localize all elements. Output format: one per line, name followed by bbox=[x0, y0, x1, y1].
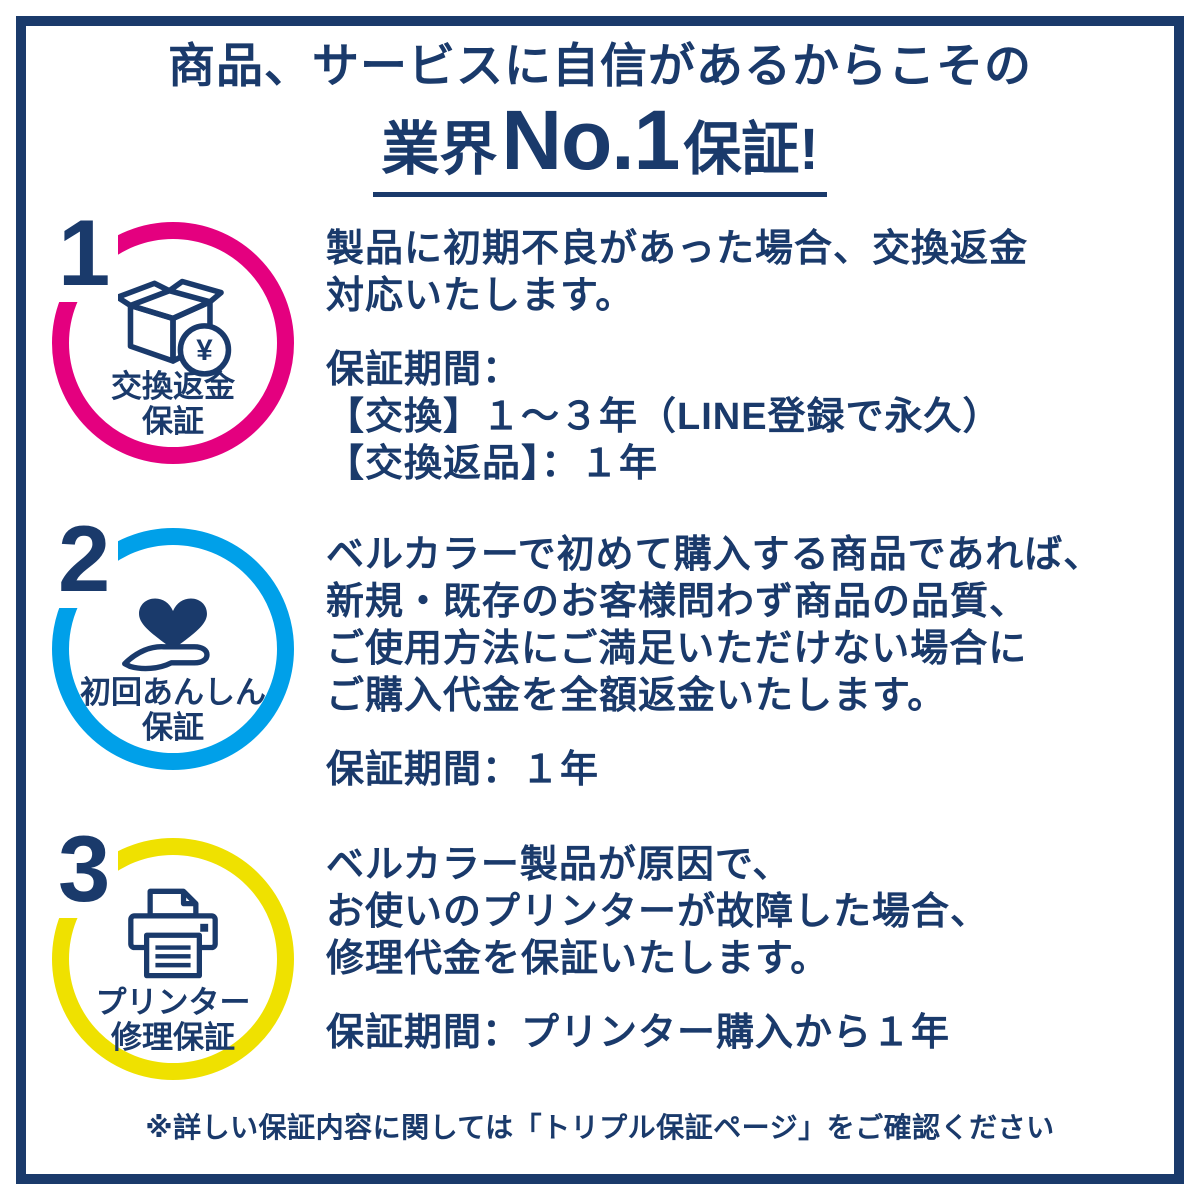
package-yen-icon: ¥ bbox=[114, 278, 232, 377]
badge-label-exchange-refund: 交換返金保証 bbox=[111, 368, 235, 440]
header-no1-text: No.1 bbox=[501, 93, 680, 188]
guarantee-row-exchange-refund: 1 ¥ 交換返金保証 製品に初期不良があった場合、交換返金対応いたします。 保証… bbox=[50, 204, 1152, 489]
badge-number-1: 1 bbox=[50, 204, 119, 302]
badge-exchange-refund: 1 ¥ 交換返金保証 bbox=[50, 204, 294, 464]
header-line1: 商品、サービスに自信があるからこその bbox=[168, 39, 1032, 92]
badge-number-2: 2 bbox=[50, 510, 119, 608]
header: 商品、サービスに自信があるからこその 業界No.1保証! bbox=[0, 38, 1200, 198]
guarantee-text-first-purchase: ベルカラーで初めて購入する商品であれば、新規・既存のお客様問わず商品の品質、ご使… bbox=[294, 528, 1152, 795]
footer-note: ※詳しい保証内容に関しては「トリプル保証ページ」をご確認ください bbox=[145, 1112, 1055, 1143]
printer-icon bbox=[128, 888, 218, 979]
guarantee-text-exchange-refund: 製品に初期不良があった場合、交換返金対応いたします。 保証期間：【交換】１～３年… bbox=[294, 222, 1152, 489]
guarantee-desc: 製品に初期不良があった場合、交換返金対応いたします。 bbox=[326, 228, 1029, 318]
guarantee-desc: ベルカラーで初めて購入する商品であれば、新規・既存のお客様問わず商品の品質、ご使… bbox=[326, 534, 1103, 718]
yen-symbol: ¥ bbox=[196, 334, 213, 367]
hand-heart-icon bbox=[122, 598, 210, 672]
badge-label-first-purchase: 初回あんしん保証 bbox=[80, 674, 266, 746]
guarantee-row-first-purchase: 2 初回あんしん保証 ベルカラーで初めて購入する商品であれば、新規・既存のお客様… bbox=[50, 510, 1152, 795]
badge-number-3: 3 bbox=[50, 820, 119, 918]
header-guarantee-text: 保証! bbox=[683, 117, 819, 183]
guarantee-period: 保証期間：プリンター購入から１年 bbox=[326, 1012, 951, 1055]
guarantee-text-printer-repair: ベルカラー製品が原因で、お使いのプリンターが故障した場合、修理代金を保証いたしま… bbox=[294, 838, 1152, 1057]
guarantee-row-printer-repair: 3 プリンター修理保証 ベルカラー製品が原因で、お使いのプリンターが故障した場合… bbox=[50, 820, 1152, 1080]
header-industry-text: 業界 bbox=[381, 117, 498, 183]
badge-printer-repair: 3 プリンター修理保証 bbox=[50, 820, 294, 1080]
badge-label-printer-repair: プリンター修理保証 bbox=[95, 984, 251, 1056]
badge-first-purchase: 2 初回あんしん保証 bbox=[50, 510, 294, 770]
guarantee-period: 保証期間：１年 bbox=[326, 749, 600, 792]
header-line2: 業界No.1保証! bbox=[0, 98, 1200, 198]
header-underline: 業界No.1保証! bbox=[373, 98, 827, 198]
guarantee-period: 保証期間：【交換】１～３年（LINE登録で永久）【交換返品】：１年 bbox=[326, 349, 1002, 486]
guarantee-desc: ベルカラー製品が原因で、お使いのプリンターが故障した場合、修理代金を保証いたしま… bbox=[326, 844, 990, 981]
